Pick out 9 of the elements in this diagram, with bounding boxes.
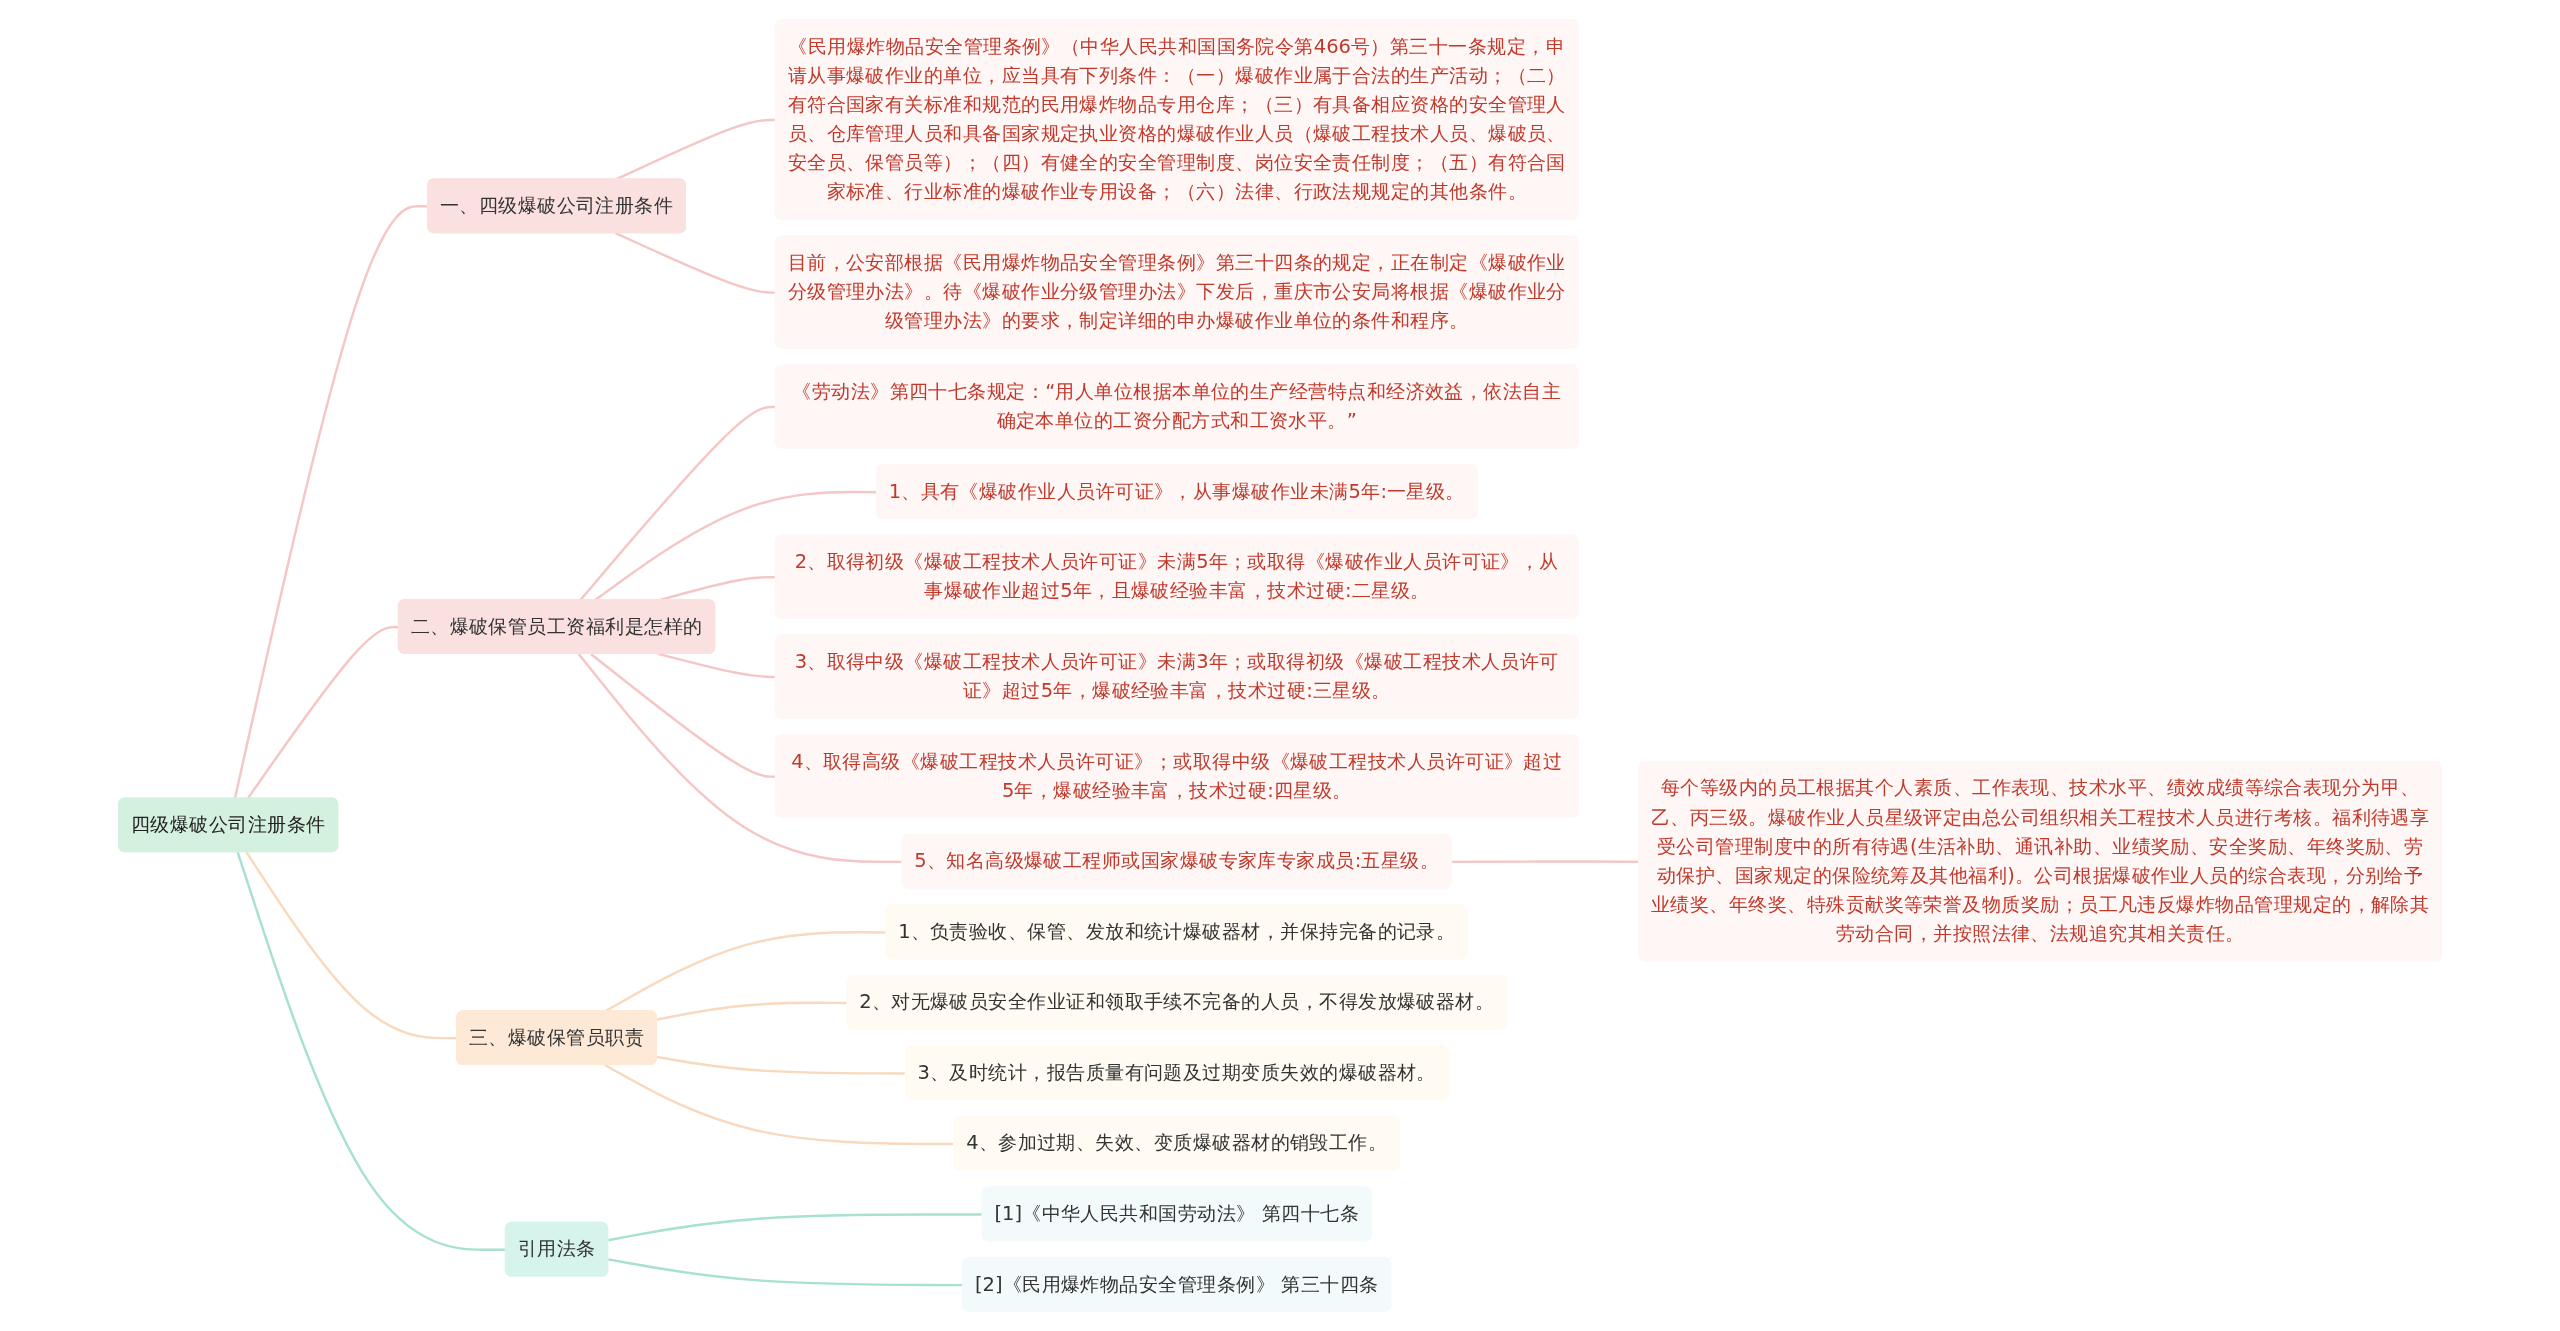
connector	[607, 1213, 983, 1242]
connector	[614, 118, 776, 181]
connector	[236, 851, 506, 1252]
connector	[657, 652, 776, 679]
connector	[614, 232, 776, 294]
connector	[577, 653, 903, 864]
connector	[656, 1055, 906, 1075]
connector	[246, 625, 399, 800]
connector	[590, 653, 776, 778]
